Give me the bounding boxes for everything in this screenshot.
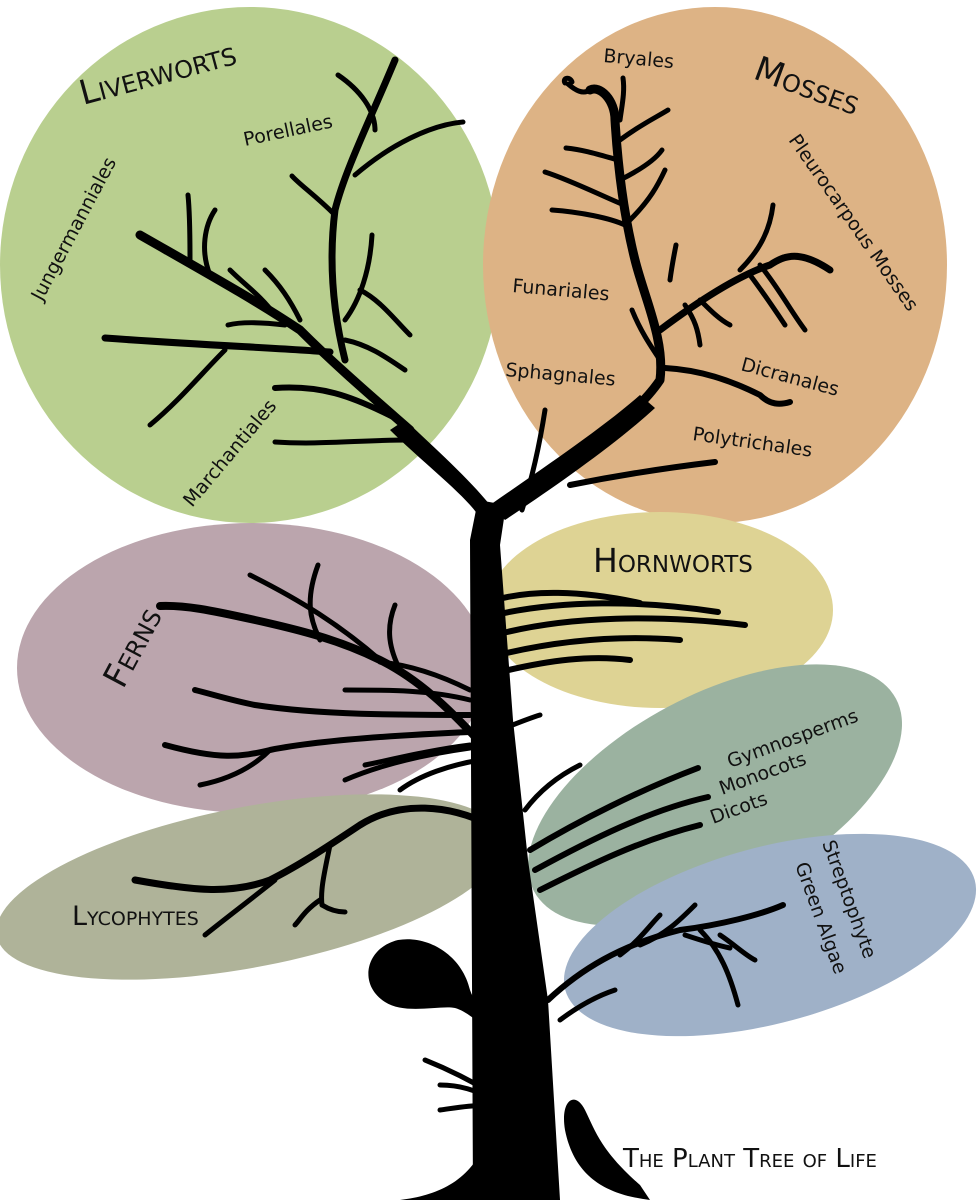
seed-plants-branches [522, 762, 711, 893]
root-branches [422, 1057, 498, 1113]
hornworts-branches [492, 589, 748, 731]
mosses-branches [519, 75, 834, 513]
lycophytes-title: Lycophytes [72, 901, 199, 932]
green-algae-branches [545, 902, 786, 1023]
seed-plants-ellipse [528, 664, 902, 926]
green-algae-ellipse [563, 833, 977, 1037]
diagram-title: The Plant Tree of Life [622, 1144, 877, 1174]
hornworts-title: Hornworts [593, 541, 753, 580]
lycophytes-branches [131, 804, 494, 938]
liverworts-branches [101, 56, 466, 446]
mosses-ellipse [483, 7, 947, 523]
algae-bulb [368, 939, 508, 1040]
ferns-branches [156, 562, 483, 793]
